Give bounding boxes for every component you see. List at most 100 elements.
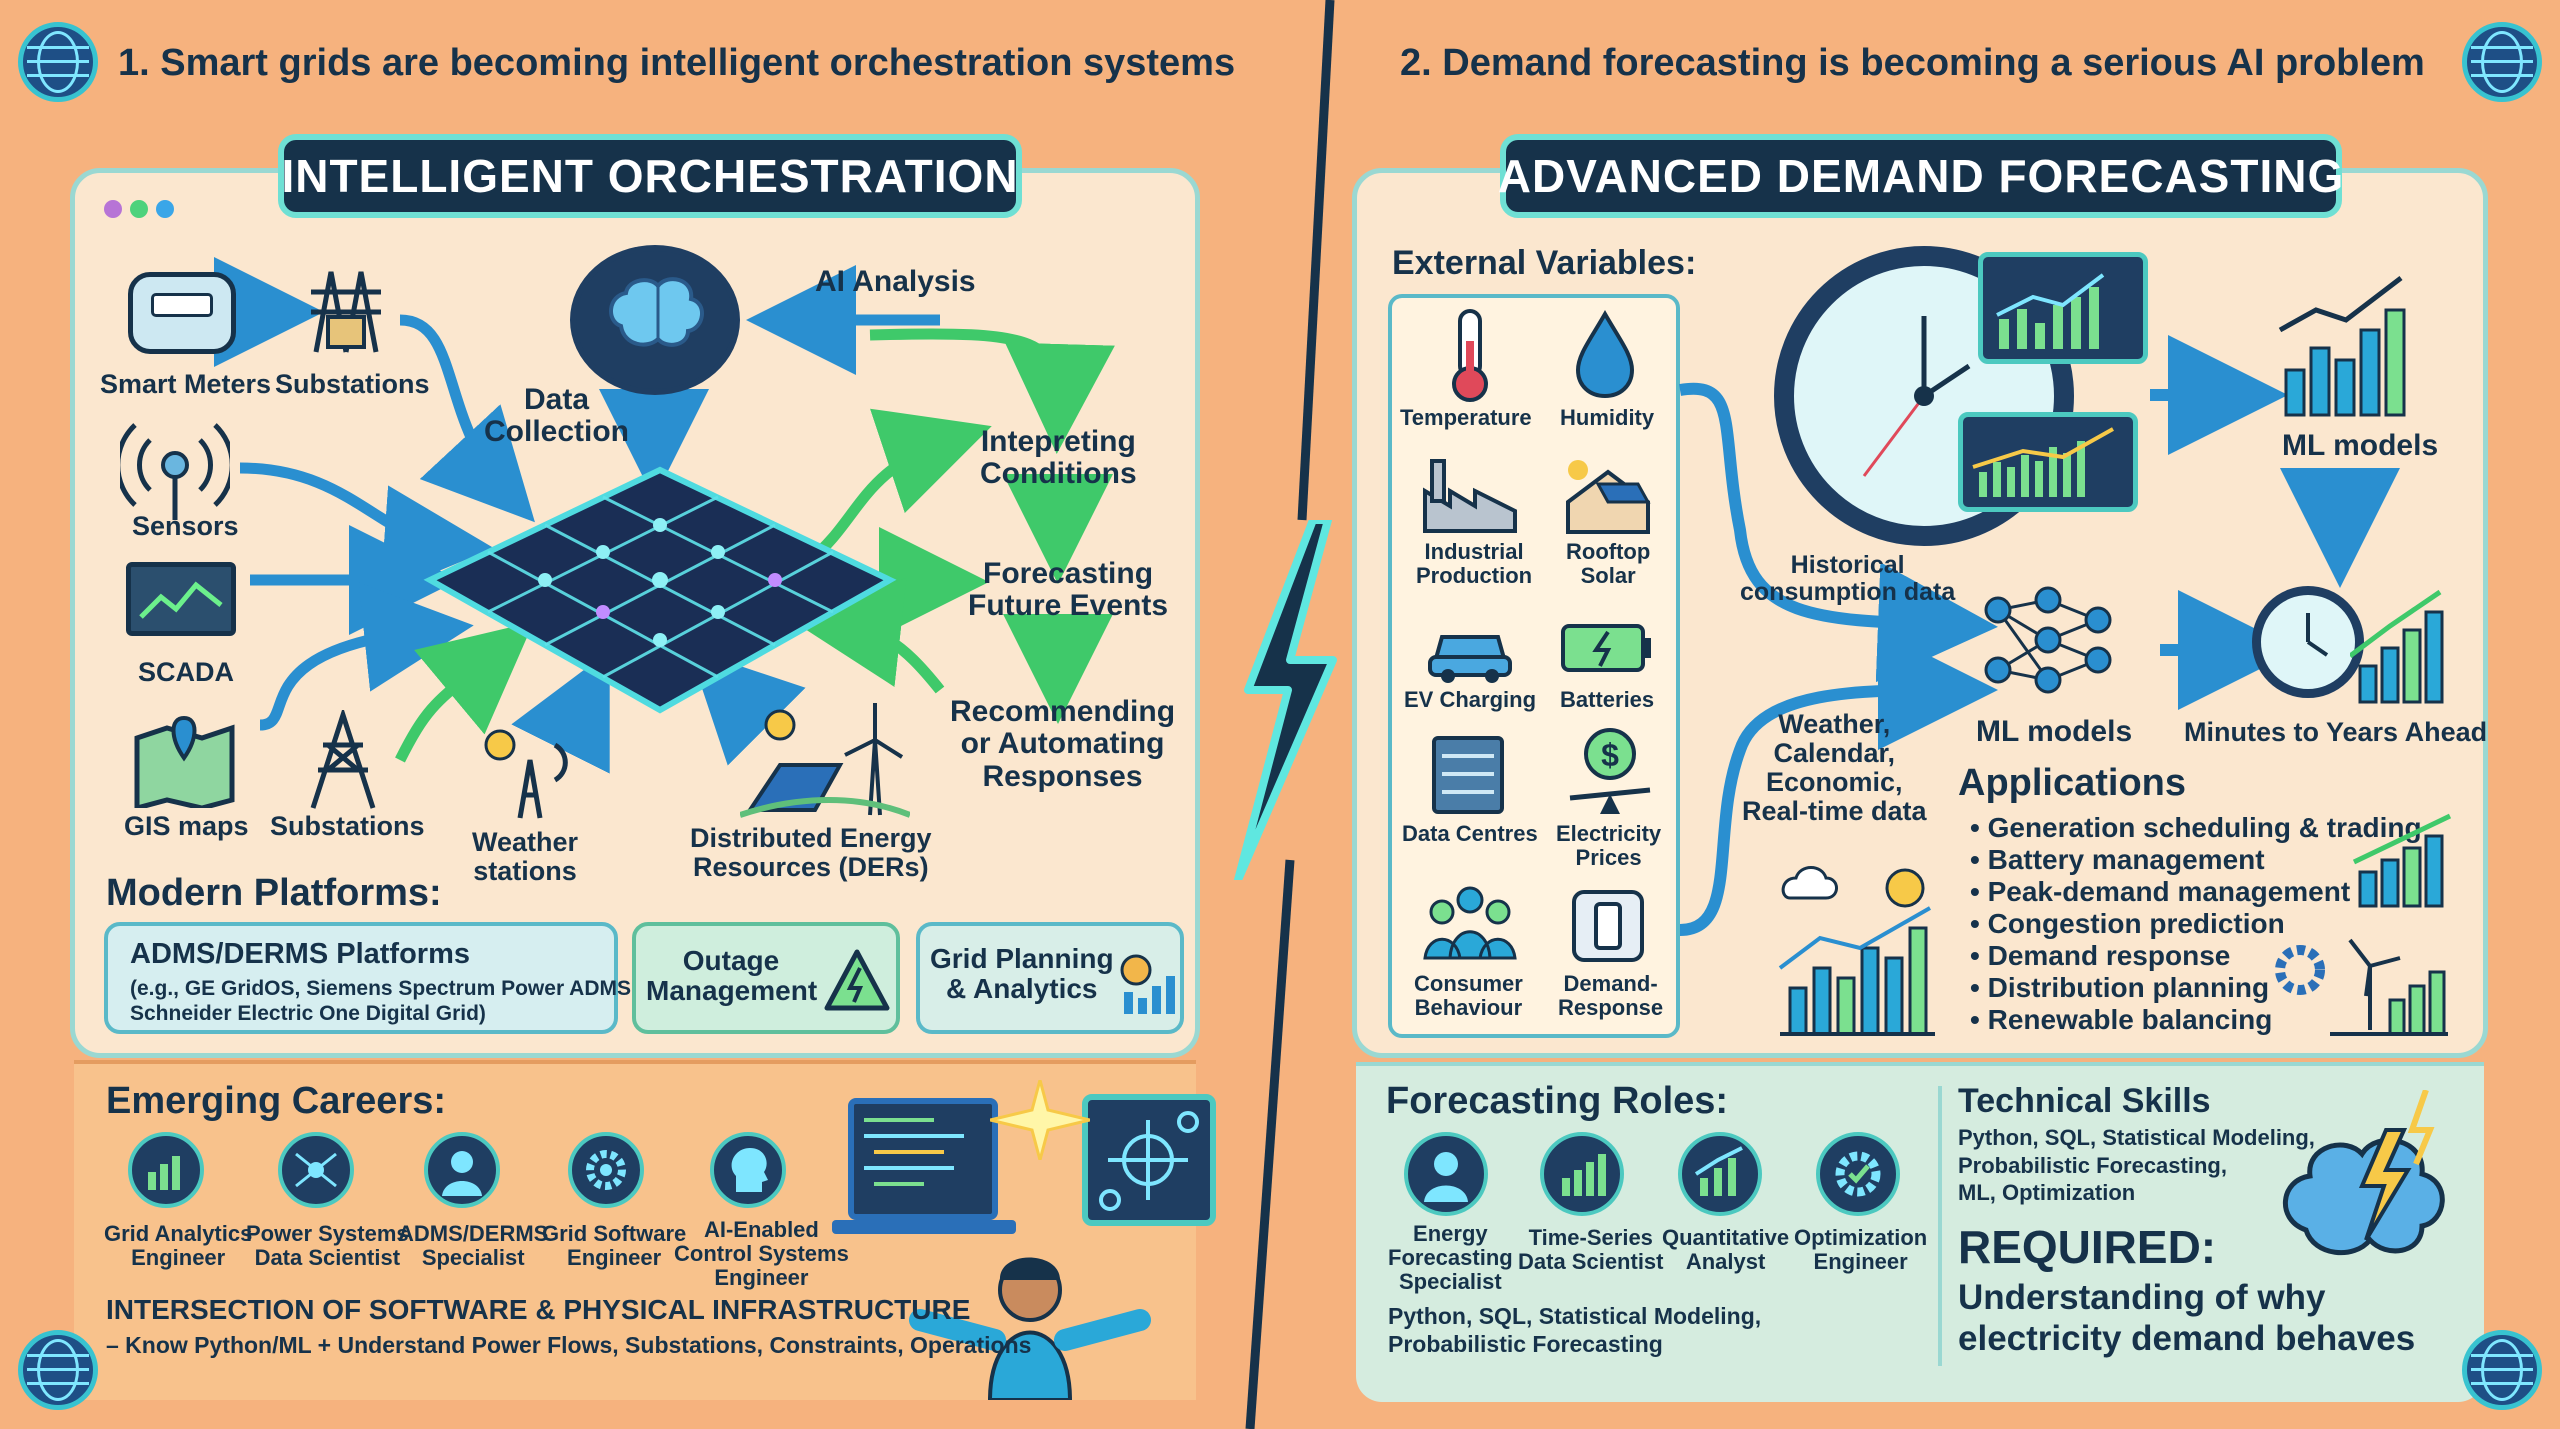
planning-label: Grid Planning & Analytics xyxy=(930,943,1114,1005)
var-data-centres: Data Centres xyxy=(1402,821,1538,846)
adms-platforms-box: ADMS/DERMS Platforms (e.g., GE GridOS, S… xyxy=(104,922,637,1034)
ml-chart-icon xyxy=(2278,276,2406,417)
chart-icon xyxy=(1540,1132,1624,1216)
career-ai-control: AI-Enabled Control Systems Engineer xyxy=(674,1217,849,1290)
intersection-desc: – Know Python/ML + Understand Power Flow… xyxy=(106,1332,1032,1358)
ai-head-icon xyxy=(710,1132,786,1208)
thermometer-icon xyxy=(1452,309,1488,402)
divider-line xyxy=(1245,0,1335,1429)
neural-network-icon xyxy=(1984,586,2112,694)
var-ev: EV Charging xyxy=(1404,687,1537,712)
ders-label: Distributed Energy Resources (DERs) xyxy=(690,823,932,883)
right-header: 2. Demand forecasting is becoming a seri… xyxy=(1400,42,2425,84)
gis-maps-label: GIS maps xyxy=(124,811,249,841)
var-industrial: Industrial Production xyxy=(1416,539,1533,588)
weather-chart-icon xyxy=(1778,866,1935,1036)
gis-map-icon xyxy=(134,715,235,808)
globe-icon xyxy=(2462,1330,2542,1410)
ml-models-mid-label: ML models xyxy=(1976,715,2133,748)
substation-icon xyxy=(310,710,376,809)
flow-recommending: Recommending or Automating Responses xyxy=(950,695,1176,793)
data-collection-label: Data Collection xyxy=(484,383,630,449)
skills-divider xyxy=(1938,1086,1942,1366)
spark-icon xyxy=(990,1080,1090,1160)
career-adms-specialist: ADMS/DERMS Specialist xyxy=(398,1221,549,1270)
role-time-series: Time-Series Data Scientist xyxy=(1518,1225,1664,1274)
required-title: REQUIRED: xyxy=(1958,1221,2217,1273)
var-temperature: Temperature xyxy=(1400,405,1532,430)
intersection-title: INTERSECTION OF SOFTWARE & PHYSICAL INFR… xyxy=(106,1294,971,1325)
career-grid-software: Grid Software Engineer xyxy=(542,1221,687,1270)
role-energy-forecasting: Energy Forecasting Specialist xyxy=(1388,1221,1513,1294)
app-renewables-icon xyxy=(2275,938,2448,1036)
tech-skills-desc: Python, SQL, Statistical Modeling, Proba… xyxy=(1958,1125,2315,1205)
gear-icon xyxy=(1816,1132,1900,1216)
people-icon xyxy=(1423,886,1517,960)
right-badge: ADVANCED DEMAND FORECASTING xyxy=(1498,134,2343,218)
laptop-base xyxy=(832,1220,1016,1234)
ml-models-top-label: ML models xyxy=(2282,429,2439,462)
app-item: Generation scheduling & trading xyxy=(1970,812,2422,844)
applications-list: Generation scheduling & trading Battery … xyxy=(1970,812,2422,1036)
lightning-icon xyxy=(1234,520,1337,880)
app-item: Demand response xyxy=(1970,940,2422,972)
adms-desc: (e.g., GE GridOS, Siemens Spectrum Power… xyxy=(130,977,637,1026)
schematic-icon xyxy=(1082,1094,1216,1226)
specialist-icon xyxy=(1404,1132,1488,1216)
var-rooftop: Rooftop Solar xyxy=(1566,539,1651,588)
left-flow-arrows xyxy=(214,257,1115,774)
scada-label: SCADA xyxy=(138,657,235,687)
sensor-icon xyxy=(120,423,230,520)
outage-label: Outage Management xyxy=(646,945,818,1007)
left-badge: INTELLIGENT ORCHESTRATION xyxy=(278,134,1022,218)
roles-skills: Python, SQL, Statistical Modeling, Proba… xyxy=(1388,1303,1762,1358)
applications-title: Applications xyxy=(1958,762,2187,804)
weather-station-icon xyxy=(484,729,568,819)
app-item: Distribution planning xyxy=(1970,972,2422,1004)
tech-skills-title: Technical Skills xyxy=(1958,1082,2211,1120)
role-optimization: Optimization Engineer xyxy=(1794,1225,1928,1274)
weather-stations-label: Weather stations xyxy=(472,827,579,887)
required-desc: Understanding of why electricity demand … xyxy=(1958,1278,2416,1358)
platforms-title: Modern Platforms: xyxy=(106,872,442,914)
flow-forecasting: Forecasting Future Events xyxy=(968,557,1169,623)
network-icon xyxy=(278,1132,354,1208)
historical-label: Historical consumption data xyxy=(1740,551,1956,606)
app-item: Renewable balancing xyxy=(1970,1004,2422,1036)
gear-icon xyxy=(568,1132,644,1208)
substations-bottom-label: Substations xyxy=(270,811,425,841)
switch-icon xyxy=(1572,890,1644,962)
roles-band xyxy=(1356,1062,2484,1402)
globe-icon xyxy=(2462,22,2542,102)
substations-top-label: Substations xyxy=(275,369,430,399)
brain-icon xyxy=(570,245,740,395)
right-flow-arrows xyxy=(1679,335,2400,936)
var-humidity: Humidity xyxy=(1560,405,1655,430)
growth-chart-icon xyxy=(2350,589,2444,704)
ev-car-icon xyxy=(1428,635,1512,683)
globe-icon xyxy=(18,22,98,102)
sensors-label: Sensors xyxy=(132,511,239,541)
scada-icon xyxy=(126,562,236,636)
der-icon xyxy=(740,703,910,818)
analyst-chart-icon xyxy=(1678,1132,1762,1216)
app-item: Battery management xyxy=(1970,844,2422,876)
brain-lightning-icon xyxy=(2282,1090,2445,1256)
var-electricity-prices: Electricity Prices xyxy=(1556,821,1662,870)
person-icon xyxy=(909,1257,1151,1400)
app-item: Congestion prediction xyxy=(1970,908,2422,940)
external-variables-title: External Variables: xyxy=(1392,244,1697,282)
var-consumer: Consumer Behaviour xyxy=(1414,971,1523,1020)
droplet-icon xyxy=(1575,310,1635,399)
careers-title: Emerging Careers: xyxy=(106,1080,447,1122)
house-solar-icon xyxy=(1566,460,1651,534)
weather-data-label: Weather, Calendar, Economic, Real-time d… xyxy=(1742,709,1927,827)
ai-analysis-label: AI Analysis xyxy=(815,265,976,298)
var-demand-response: Demand- Response xyxy=(1558,971,1664,1020)
specialist-icon xyxy=(424,1132,500,1208)
substation-icon xyxy=(311,271,381,353)
grid-planning-box: Grid Planning & Analytics xyxy=(916,922,1184,1034)
svg-text:$: $ xyxy=(1601,737,1619,773)
flow-interpreting: Intepreting Conditions xyxy=(980,425,1137,491)
smart-meters-label: Smart Meters xyxy=(100,369,272,399)
